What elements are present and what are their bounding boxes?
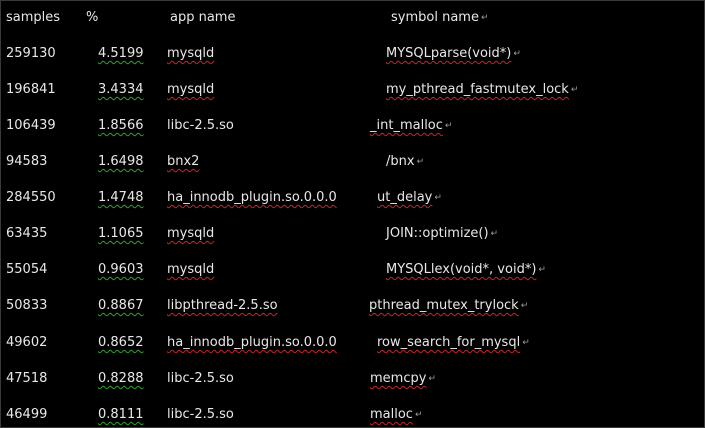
symbol-cell: my_pthread_fastmutex_lock↵ bbox=[386, 80, 578, 100]
app-name-cell: libc-2.5.so bbox=[167, 407, 234, 422]
samples-cell: 55054 bbox=[6, 262, 48, 277]
symbol-cell: row_search_for_mysql↵ bbox=[377, 333, 530, 353]
percent-cell: 1.8566 bbox=[98, 118, 144, 133]
symbol-name-text: memcpy bbox=[370, 371, 427, 386]
header-symbol-name-text: symbol name bbox=[391, 10, 479, 25]
samples-cell: 46499 bbox=[6, 407, 48, 422]
app-name-cell: ha_innodb_plugin.so.0.0.0 bbox=[167, 335, 337, 350]
percent-cell: 1.6498 bbox=[98, 154, 144, 169]
samples-cell: 50833 bbox=[6, 298, 48, 313]
percent-cell: 0.8288 bbox=[98, 371, 144, 386]
samples-cell: 196841 bbox=[6, 82, 56, 97]
table-row: 196841 3.4334 mysqld my_pthread_fastmute… bbox=[1, 80, 705, 100]
symbol-cell: memcpy↵ bbox=[370, 369, 436, 389]
samples-cell: 47518 bbox=[6, 371, 48, 386]
percent-cell: 4.5199 bbox=[98, 46, 144, 61]
table-row: 49602 0.8652 ha_innodb_plugin.so.0.0.0 r… bbox=[1, 333, 705, 353]
app-name-cell: libc-2.5.so bbox=[167, 371, 234, 386]
symbol-cell: JOIN::optimize()↵ bbox=[386, 224, 498, 244]
app-name-cell: bnx2 bbox=[167, 154, 200, 169]
paragraph-mark-icon: ↵ bbox=[513, 49, 521, 59]
app-name-cell: libc-2.5.so bbox=[167, 118, 234, 133]
symbol-cell: malloc↵ bbox=[370, 405, 423, 425]
samples-cell: 63435 bbox=[6, 226, 48, 241]
symbol-cell: MYSQLlex(void*, void*)↵ bbox=[386, 260, 546, 280]
symbol-name-text: my_pthread_fastmutex_lock bbox=[386, 82, 569, 97]
symbol-cell: MYSQLparse(void*)↵ bbox=[386, 44, 521, 64]
header-percent: % bbox=[86, 10, 99, 25]
table-row: 47518 0.8288 libc-2.5.so memcpy↵ bbox=[1, 369, 705, 389]
header-app-name: app name bbox=[170, 10, 236, 25]
symbol-name-text: malloc bbox=[370, 407, 413, 422]
percent-cell: 1.4748 bbox=[98, 190, 144, 205]
paragraph-mark-icon: ↵ bbox=[480, 13, 489, 23]
samples-cell: 94583 bbox=[6, 154, 48, 169]
paragraph-mark-icon: ↵ bbox=[522, 338, 530, 348]
percent-cell: 0.9603 bbox=[98, 262, 144, 277]
paragraph-mark-icon: ↵ bbox=[490, 229, 499, 239]
symbol-cell: ut_delay↵ bbox=[377, 188, 442, 208]
paragraph-mark-icon: ↵ bbox=[538, 265, 546, 275]
symbol-cell: pthread_mutex_trylock↵ bbox=[369, 296, 528, 316]
paragraph-mark-icon: ↵ bbox=[570, 85, 579, 95]
table-header: samples % app name symbol name↵ bbox=[1, 8, 705, 28]
symbol-name-text: JOIN::optimize() bbox=[386, 226, 489, 241]
table-row: 94583 1.6498 bnx2 /bnx↵ bbox=[1, 152, 705, 172]
table-row: 106439 1.8566 libc-2.5.so _int_malloc↵ bbox=[1, 116, 705, 136]
paragraph-mark-icon: ↵ bbox=[428, 374, 436, 384]
paragraph-mark-icon: ↵ bbox=[416, 157, 425, 167]
samples-cell: 106439 bbox=[6, 118, 56, 133]
samples-cell: 284550 bbox=[6, 190, 56, 205]
header-symbol-name: symbol name↵ bbox=[391, 8, 489, 28]
symbol-name-text: MYSQLlex(void*, void*) bbox=[386, 262, 537, 277]
app-name-cell: ha_innodb_plugin.so.0.0.0 bbox=[167, 190, 337, 205]
app-name-cell: mysqld bbox=[167, 262, 215, 277]
percent-cell: 0.8867 bbox=[98, 298, 144, 313]
percent-cell: 0.8111 bbox=[98, 407, 144, 422]
percent-cell: 3.4334 bbox=[98, 82, 144, 97]
symbol-cell: _int_malloc↵ bbox=[370, 116, 452, 136]
samples-cell: 259130 bbox=[6, 46, 56, 61]
symbol-name-text: row_search_for_mysql bbox=[377, 335, 521, 350]
symbol-cell: /bnx↵ bbox=[386, 152, 424, 172]
app-name-cell: mysqld bbox=[167, 46, 215, 61]
table-row: 46499 0.8111 libc-2.5.so malloc↵ bbox=[1, 405, 705, 425]
paragraph-mark-icon: ↵ bbox=[434, 193, 442, 203]
paragraph-mark-icon: ↵ bbox=[444, 121, 453, 131]
table-row: 50833 0.8867 libpthread-2.5.so pthread_m… bbox=[1, 296, 705, 316]
symbol-name-text: pthread_mutex_trylock bbox=[369, 298, 519, 313]
header-samples: samples bbox=[6, 10, 61, 25]
paragraph-mark-icon: ↵ bbox=[520, 301, 529, 311]
symbol-name-text: _int_malloc bbox=[370, 118, 443, 133]
symbol-name-text: /bnx bbox=[386, 154, 415, 169]
symbol-name-text: MYSQLparse(void*) bbox=[386, 46, 512, 61]
table-row: 259130 4.5199 mysqld MYSQLparse(void*)↵ bbox=[1, 44, 705, 64]
table-row: 284550 1.4748 ha_innodb_plugin.so.0.0.0 … bbox=[1, 188, 705, 208]
table-row: 63435 1.1065 mysqld JOIN::optimize()↵ bbox=[1, 224, 705, 244]
samples-cell: 49602 bbox=[6, 335, 48, 350]
percent-cell: 1.1065 bbox=[98, 226, 144, 241]
percent-cell: 0.8652 bbox=[98, 335, 144, 350]
app-name-cell: mysqld bbox=[167, 82, 215, 97]
table-row: 55054 0.9603 mysqld MYSQLlex(void*, void… bbox=[1, 260, 705, 280]
paragraph-mark-icon: ↵ bbox=[414, 410, 423, 420]
app-name-cell: libpthread-2.5.so bbox=[167, 298, 278, 313]
symbol-name-text: ut_delay bbox=[377, 190, 433, 205]
app-name-cell: mysqld bbox=[167, 226, 215, 241]
